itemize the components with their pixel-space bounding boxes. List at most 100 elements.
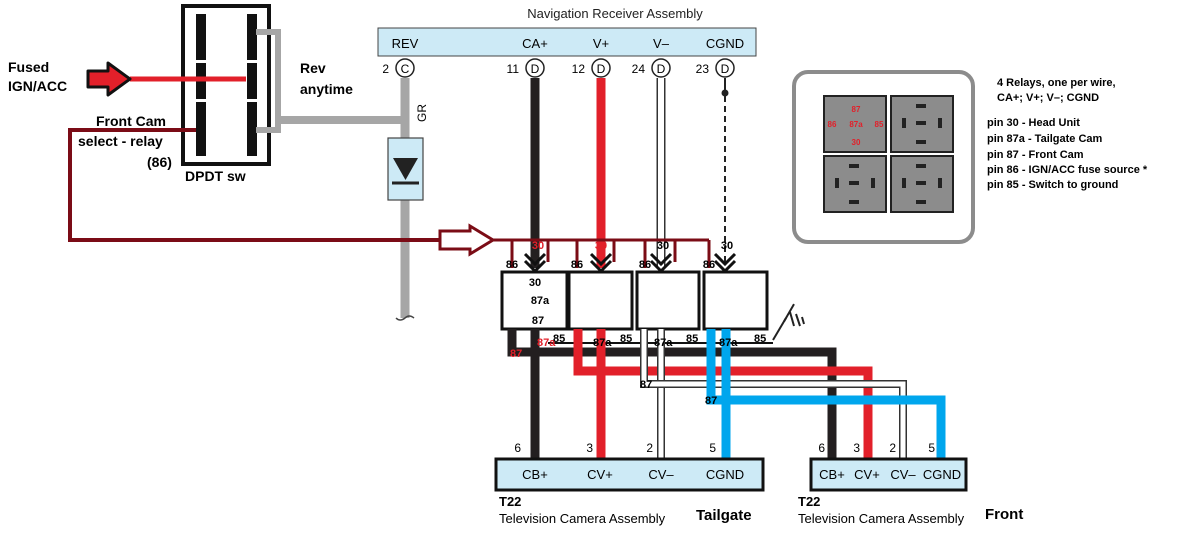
relay-pin-30: 30 xyxy=(657,240,669,252)
relay-pin-85: 85 xyxy=(754,333,766,345)
socket-terminals xyxy=(835,104,942,204)
input-arrow-icon xyxy=(86,61,132,97)
camera-pin-number: 3 xyxy=(586,441,593,455)
pin86-drops xyxy=(510,240,711,268)
camera-pin-label: CGND xyxy=(706,467,744,482)
diode-icon xyxy=(393,158,418,180)
relay-86-label: (86) xyxy=(147,154,172,170)
socket-pin-87: 87 xyxy=(852,105,861,114)
camera-location: Front xyxy=(985,506,1023,523)
receiver-pin-number: 24 xyxy=(632,62,646,76)
cgnd-front-wire xyxy=(706,329,946,462)
pin-terminal-icon xyxy=(591,58,611,78)
relay-pin-85: 85 xyxy=(620,333,632,345)
receiver-pin-v-plus: V+ 12 D xyxy=(572,36,611,78)
relay-pin-87a: 87a xyxy=(654,337,673,349)
receiver-pin-label: REV xyxy=(392,36,419,51)
receiver-pin-cgnd: CGND 23 D xyxy=(696,36,744,78)
relay-pin-87a: 87a xyxy=(719,337,738,349)
legend-heading: 4 Relays, one per wire, xyxy=(997,77,1116,89)
select-relay-label: select - relay xyxy=(78,133,163,149)
camera-pin-number: 5 xyxy=(709,441,716,455)
socket-pin-86: 86 xyxy=(828,120,837,129)
rev-label: Rev xyxy=(300,60,326,76)
relay-body xyxy=(567,270,634,331)
legend-subheading: CA+; V+; V–; CGND xyxy=(997,92,1099,104)
relay-inner-87a: 87a xyxy=(531,295,550,307)
camera-pin-label: CGND xyxy=(923,467,961,482)
receiver-pin-rev: REV 2 C xyxy=(382,36,419,78)
ground-icon xyxy=(772,303,805,341)
wire-break-icon xyxy=(395,315,415,321)
socket-pin-85: 85 xyxy=(875,120,884,129)
switch-contact xyxy=(247,14,257,60)
camera-pin-label: CV+ xyxy=(587,467,613,482)
relay-pin-87a: 87a xyxy=(593,337,612,349)
camera-pin-number: 5 xyxy=(928,441,935,455)
relay-v-minus: 30 86 xyxy=(635,240,701,331)
pin-terminal-icon xyxy=(715,58,735,78)
receiver-pin-letter: D xyxy=(597,62,606,76)
front-camera-connector: 6 3 2 5 CB+ CV+ CV– CGND T22 Television … xyxy=(798,441,1023,526)
receiver-header xyxy=(377,27,757,57)
relay-pin-30: 30 xyxy=(721,240,733,252)
cv-minus-front-wire xyxy=(641,329,906,462)
dpdt-switch xyxy=(130,4,405,166)
rev-wire-color-label: GR xyxy=(415,104,429,122)
relay-pin-30: 30 xyxy=(532,240,544,252)
receiver-pin-label: V+ xyxy=(593,36,609,51)
switch-name-label: DPDT sw xyxy=(185,168,246,184)
relay-legend: 87 87a 86 85 30 4 Relays, one per wire, … xyxy=(792,70,1148,244)
switch-contact xyxy=(196,102,206,156)
camera-pin-label: CV+ xyxy=(854,467,880,482)
relay-body xyxy=(635,270,701,331)
camera-pin-number: 6 xyxy=(514,441,521,455)
diode xyxy=(387,137,424,201)
receiver-pin-v-minus: V– 24 D xyxy=(632,36,671,78)
relay-socket xyxy=(823,95,887,153)
relay-cgnd: 30 86 xyxy=(702,240,769,331)
relay-pin-86: 86 xyxy=(506,259,518,271)
receiver-pin-label: CA+ xyxy=(522,36,548,51)
socket-pin-30: 30 xyxy=(852,138,861,147)
relay-pin-87: 87 xyxy=(705,395,717,407)
camera-location: Tailgate xyxy=(696,507,752,524)
receiver-pin-number: 11 xyxy=(507,62,520,76)
camera-connector-body xyxy=(494,457,765,492)
relay-pin-87a: 87a xyxy=(537,337,556,349)
ign-acc-label: IGN/ACC xyxy=(8,78,67,94)
front-select-wire xyxy=(68,128,440,242)
receiver-pin-letter: D xyxy=(721,62,730,76)
select-arrow-icon xyxy=(438,223,496,257)
relay-inner-30: 30 xyxy=(529,277,541,289)
camera-pin-number: 2 xyxy=(889,441,896,455)
relay-inner-87: 87 xyxy=(532,315,544,327)
switch-contact xyxy=(247,63,257,99)
receiver-title: Navigation Receiver Assembly xyxy=(527,6,703,21)
relay-body xyxy=(702,270,769,331)
relay-body xyxy=(500,270,569,331)
receiver-pin-letter: C xyxy=(401,62,410,76)
camera-connector-body xyxy=(809,457,968,492)
relay-pin-87: 87 xyxy=(574,365,586,377)
receiver-pin-ca-plus: CA+ 11 D xyxy=(507,36,548,78)
rev-common-wire xyxy=(256,29,281,133)
relay-pin-87: 87 xyxy=(510,348,522,360)
fused-label: Fused xyxy=(8,59,49,75)
relay-pin-86: 86 xyxy=(639,259,651,271)
camera-name: Television Camera Assembly xyxy=(798,511,965,526)
camera-name: Television Camera Assembly xyxy=(499,511,666,526)
tailgate-camera-connector: 6 3 2 5 CB+ CV+ CV– CGND T22 Television … xyxy=(494,441,765,526)
receiver-pin-number: 23 xyxy=(696,62,710,76)
receiver-pin-number: 2 xyxy=(382,62,389,76)
receiver-pin-label: CGND xyxy=(706,36,744,51)
pin-terminal-icon xyxy=(525,58,545,78)
camera-connector-id: T22 xyxy=(499,494,521,509)
pin-terminal-icon xyxy=(651,58,671,78)
anytime-label: anytime xyxy=(300,81,353,97)
front-cam-label: Front Cam xyxy=(96,113,166,129)
pin-terminal-icon xyxy=(395,58,415,78)
relay-pin-86: 86 xyxy=(703,259,715,271)
socket-pin-87a: 87a xyxy=(849,120,863,129)
